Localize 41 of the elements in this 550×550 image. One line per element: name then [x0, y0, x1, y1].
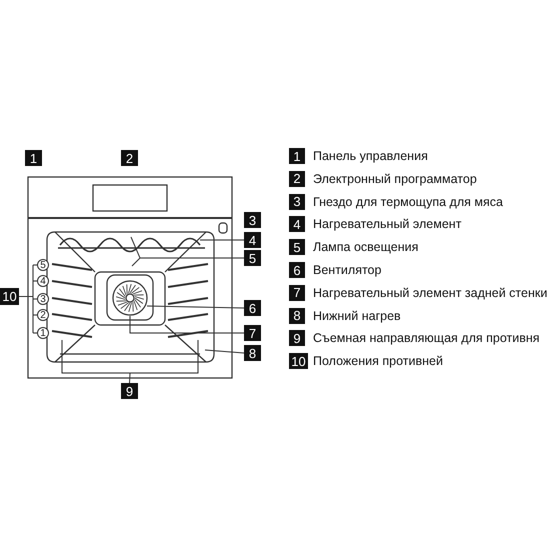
callout-number: 10	[289, 353, 308, 370]
shelf-position-number: 2	[37, 309, 49, 321]
callout-number: 1	[25, 150, 42, 166]
legend-text: Положения противней	[313, 353, 443, 370]
shelf-position-number: 1	[37, 327, 49, 339]
legend-text: Нагревательный элемент	[313, 216, 462, 232]
callout-number: 8	[289, 308, 305, 324]
callout-number: 6	[289, 262, 305, 278]
leader-line	[130, 236, 244, 266]
callout-number: 7	[289, 284, 305, 301]
leader-line	[130, 316, 244, 334]
legend-text: Нагревательный элемент задней стенки	[313, 284, 548, 301]
callout-number: 4	[244, 232, 261, 248]
leader-line	[204, 350, 244, 354]
legend-text: Электронный программатор	[313, 170, 477, 187]
callout-number: 9	[289, 330, 305, 346]
leader-line	[146, 306, 244, 308]
callout-number: 3	[289, 194, 305, 210]
legend-text: Лампа освещения	[313, 239, 418, 256]
callout-number: 5	[244, 250, 261, 266]
callout-number: 5	[289, 239, 305, 256]
leader-line	[62, 340, 198, 384]
leader-bracket	[18, 264, 38, 334]
legend-text: Гнездо для термощупа для мяса	[313, 194, 503, 210]
legend-text: Панель управления	[313, 148, 428, 164]
shelf-position-number: 5	[37, 259, 49, 271]
callout-number: 2	[121, 150, 138, 166]
callout-number: 6	[244, 300, 261, 316]
callout-number: 9	[121, 383, 138, 399]
callout-number: 1	[289, 148, 305, 164]
callout-number: 4	[289, 216, 305, 232]
callout-number: 2	[289, 170, 305, 187]
legend-text: Вентилятор	[313, 262, 382, 278]
shelf-position-number: 3	[37, 293, 49, 305]
shelf-position-number: 4	[37, 275, 49, 287]
callout-number: 8	[244, 345, 261, 361]
legend-text: Нижний нагрев	[313, 308, 401, 324]
callout-number: 7	[244, 325, 261, 341]
callout-number: 3	[244, 212, 261, 228]
callout-number: 10	[0, 288, 19, 305]
legend-text: Съемная направляющая для противня	[313, 330, 540, 346]
